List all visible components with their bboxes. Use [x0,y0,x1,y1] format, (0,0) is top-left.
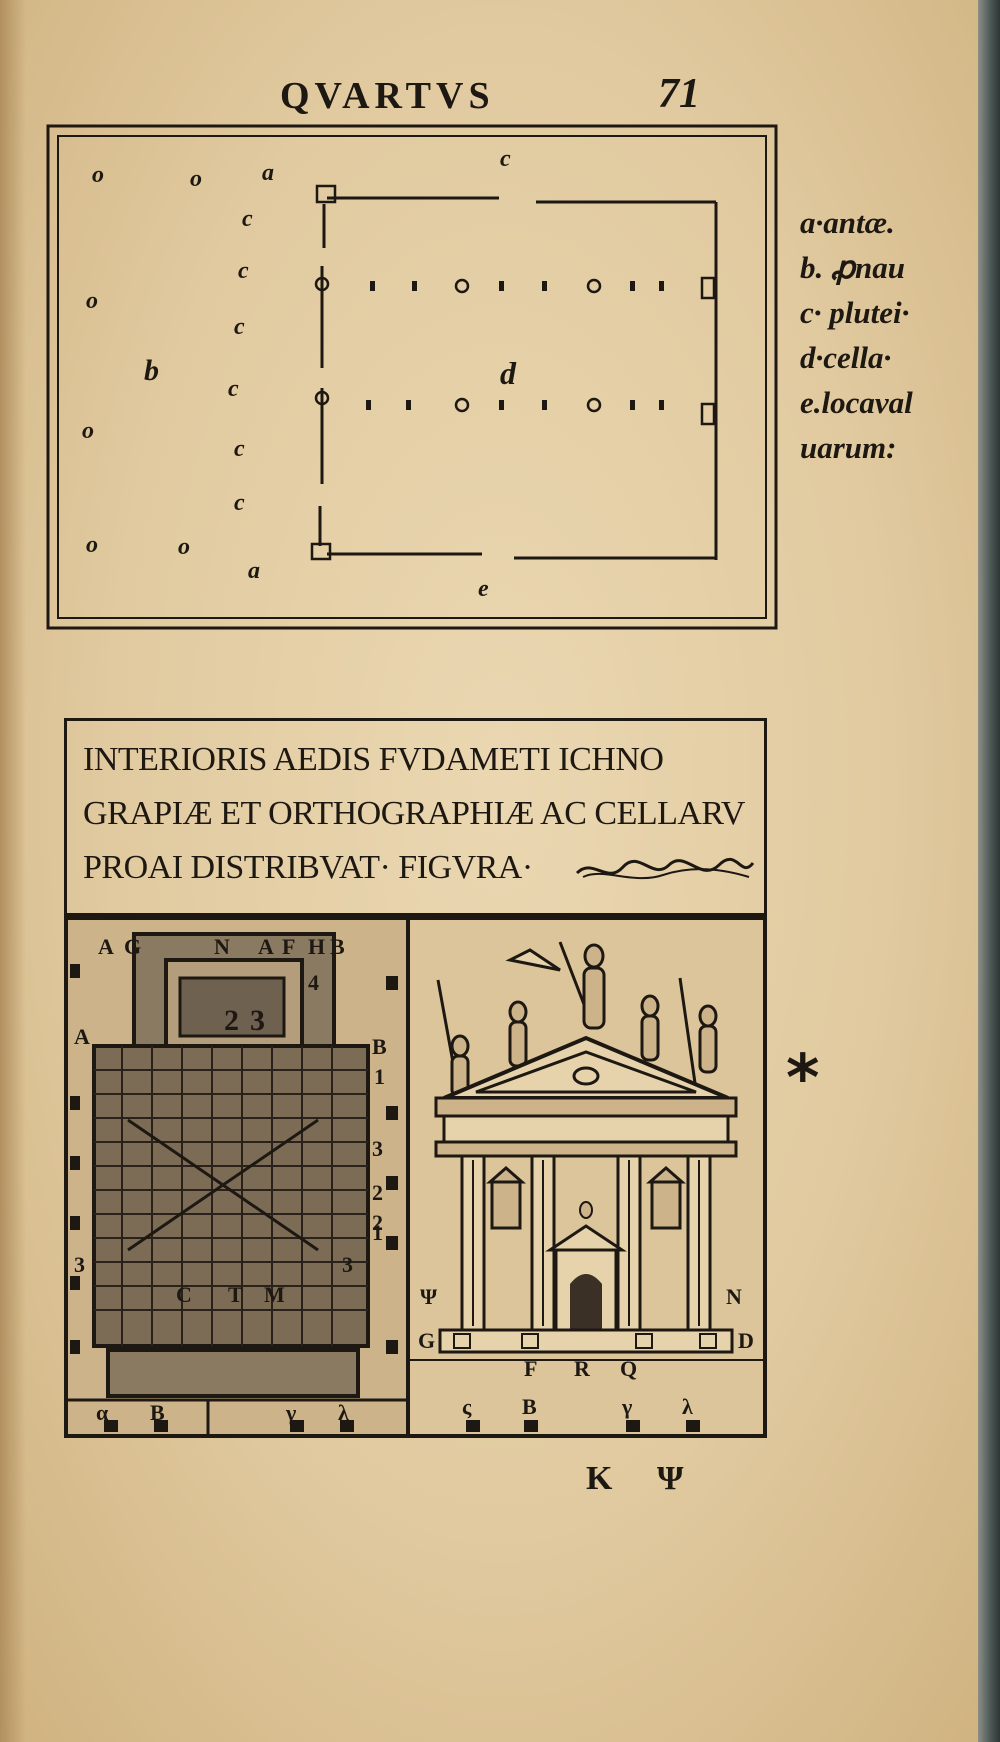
ichno-label: 1 [372,1220,383,1245]
decorative-flourish [575,857,755,880]
caption-line-3: PROAI DISTRIBVAT· FIGVRA· [83,849,533,886]
legend-line: b. ꝓnau [800,250,905,285]
legend-line: c· plutei· [800,295,910,330]
ichno-label: γ [285,1400,296,1425]
ichno-label: α [96,1400,109,1425]
plan-label: c [228,376,239,402]
ichnography-plan: A G N A F H B A B 1 2 3 4 3 2 3 1 2 3 C [68,920,408,1434]
ortho-label: λ [682,1394,693,1419]
plan-label: o [86,288,98,314]
ortho-label: B [522,1394,537,1419]
ichno-label: B [150,1400,165,1425]
ichno-label: N [214,934,230,959]
ortho-label: Ψ [420,1284,438,1309]
plan-label: o [86,532,98,558]
ortho-label: R [574,1356,591,1381]
ortho-label: G [418,1328,435,1353]
ichno-label: A [98,934,114,959]
ichno-label: 2 [372,1210,383,1235]
caption-line-2: GRAPIÆ ET ORTHOGRAPHIÆ AC CELLARV [83,795,745,832]
temple-plan-figure: o o a c c o c c b c d o c c o o a e [46,124,778,630]
ichno-label: 1 [374,1064,385,1089]
plan-legend: a·antæ. b. ꝓnau c· plutei· d·cella· e.lo… [800,200,950,470]
figure-reference-letters: K Ψ [586,1460,683,1498]
ichno-label: T [228,1282,243,1307]
plan-label: e [478,576,489,602]
ichno-label: 3 [372,1136,383,1161]
plan-label: c [238,258,249,284]
plan-label: a [262,160,274,186]
woodcut-figure: A G N A F H B A B 1 2 3 4 3 2 3 1 2 3 C [64,916,767,1438]
orthography-facade: Ψ N G D F R Q ς B γ λ [410,920,763,1434]
ichno-label: G [124,934,141,959]
reference-letter: Ψ [656,1460,684,1497]
ortho-label: F [524,1356,537,1381]
marginal-asterisk: * [786,1042,820,1116]
legend-line: a·antæ. [800,205,895,240]
ichno-label: A [258,934,274,959]
running-head: QVARTVS [280,75,495,117]
page-fore-edge [978,0,1000,1742]
ichno-label: B [330,934,345,959]
plan-label: c [234,314,245,340]
woodcut-divider [406,920,410,1434]
plan-label: o [190,166,202,192]
ichno-label: 2 [372,1180,383,1205]
caption-line-1: INTERIORIS AEDIS FVDAMETI ICHNO [83,741,664,778]
plan-label: c [234,490,245,516]
plan-label: o [178,534,190,560]
ortho-label: Q [620,1356,637,1381]
plan-label: c [500,146,511,172]
plan-label: o [92,162,104,188]
reference-letter: K [586,1460,613,1497]
plan-label: d [500,355,517,391]
plan-label: b [144,354,159,387]
ichno-label: 3 [74,1252,85,1277]
ichno-label: M [264,1282,285,1307]
legend-line: d·cella· [800,340,892,375]
ichno-label: 3 [342,1252,353,1277]
ichno-label: H [308,934,325,959]
ichno-label: B [372,1034,387,1059]
ichno-label: 3 [250,1004,265,1037]
plan-label: c [242,206,253,232]
ichno-label: F [282,934,295,959]
ichno-label: λ [338,1400,349,1425]
page-number: 71 [658,71,700,117]
legend-line: e.locaval [800,385,913,420]
ichno-label: C [176,1282,192,1307]
ortho-label: ς [462,1394,472,1419]
ichno-label: 2 [224,1004,239,1037]
ortho-label: γ [621,1394,632,1419]
ichno-label: 4 [308,970,319,995]
page-gutter-shadow [0,0,26,1742]
plan-label: o [82,418,94,444]
legend-line: uarum: [800,430,897,465]
ortho-label: N [726,1284,742,1309]
plan-label: c [234,436,245,462]
ichno-label: A [74,1024,90,1049]
figure-caption-box: INTERIORIS AEDIS FVDAMETI ICHNO GRAPIÆ E… [64,718,767,916]
ortho-label: D [738,1328,754,1353]
plan-label: a [248,558,260,584]
